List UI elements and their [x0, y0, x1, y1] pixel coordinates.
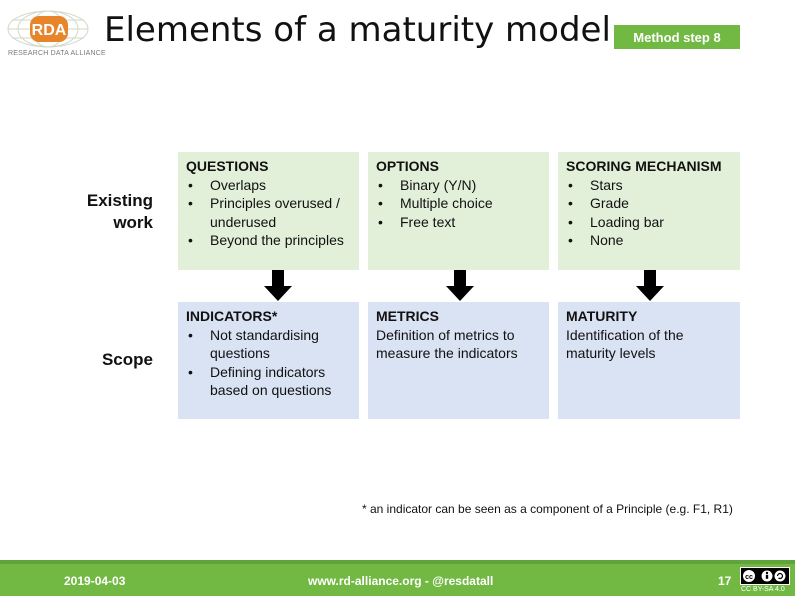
list-item: Not standardising questions: [186, 326, 351, 363]
box-title: OPTIONS: [376, 158, 440, 174]
row-label-existing-text: Existing work: [86, 191, 153, 232]
box-scoring-mechanism: SCORING MECHANISM Stars Grade Loading ba…: [558, 152, 740, 270]
box-questions: QUESTIONS Overlaps Principles overused /…: [178, 152, 359, 270]
box-options: OPTIONS Binary (Y/N) Multiple choice Fre…: [368, 152, 549, 270]
list-item: None: [566, 231, 732, 250]
list-item: Free text: [376, 213, 541, 232]
list-item: Defining indicators based on questions: [186, 363, 351, 400]
list-item: Multiple choice: [376, 194, 541, 213]
down-arrow-icon: [636, 270, 664, 301]
list-item: Overlaps: [186, 176, 351, 195]
box-title: SCORING MECHANISM: [566, 158, 722, 174]
list-item: Grade: [566, 194, 732, 213]
slide-title: Elements of a maturity model: [104, 10, 611, 50]
box-description: Definition of metrics to measure the ind…: [376, 326, 518, 362]
rda-logo: RDA RESEARCH DATA ALLIANCE: [6, 10, 106, 58]
list-item: Binary (Y/N): [376, 176, 541, 195]
down-arrow-icon: [446, 270, 474, 301]
footer-date: 2019-04-03: [64, 574, 126, 588]
list-item: Loading bar: [566, 213, 732, 232]
row-label-existing-work: Existing work: [33, 190, 153, 234]
box-title: QUESTIONS: [186, 158, 269, 174]
svg-text:cc: cc: [745, 574, 753, 581]
logo-subtitle: RESEARCH DATA ALLIANCE: [8, 50, 106, 57]
footer: 2019-04-03 www.rd-alliance.org - @resdat…: [0, 564, 795, 596]
box-metrics: METRICS Definition of metrics to measure…: [368, 302, 549, 419]
box-indicators: INDICATORS* Not standardising questions …: [178, 302, 359, 419]
cc-license-icon: cc: [740, 567, 790, 585]
footer-website-link[interactable]: www.rd-alliance.org - @resdatall: [308, 574, 494, 588]
list-item: Stars: [566, 176, 732, 195]
list-item: Beyond the principles: [186, 231, 351, 250]
license-label: CC BY-SA 4.0: [741, 586, 785, 593]
page-number: 17: [718, 574, 732, 588]
box-title: INDICATORS*: [186, 308, 278, 324]
box-description: Identification of the maturity levels: [566, 326, 684, 362]
list-item: Principles overused / underused: [186, 194, 351, 231]
row-label-scope: Scope: [101, 350, 153, 369]
down-arrow-icon: [264, 270, 292, 301]
svg-text:RDA: RDA: [32, 22, 67, 39]
method-step-badge: Method step 8: [614, 25, 740, 49]
box-title: MATURITY: [566, 308, 638, 324]
footer-divider: [0, 560, 795, 564]
footnote: * an indicator can be seen as a componen…: [362, 502, 733, 516]
rda-globe-icon: RDA: [7, 10, 89, 48]
box-title: METRICS: [376, 308, 439, 324]
box-maturity: MATURITY Identification of the maturity …: [558, 302, 740, 419]
